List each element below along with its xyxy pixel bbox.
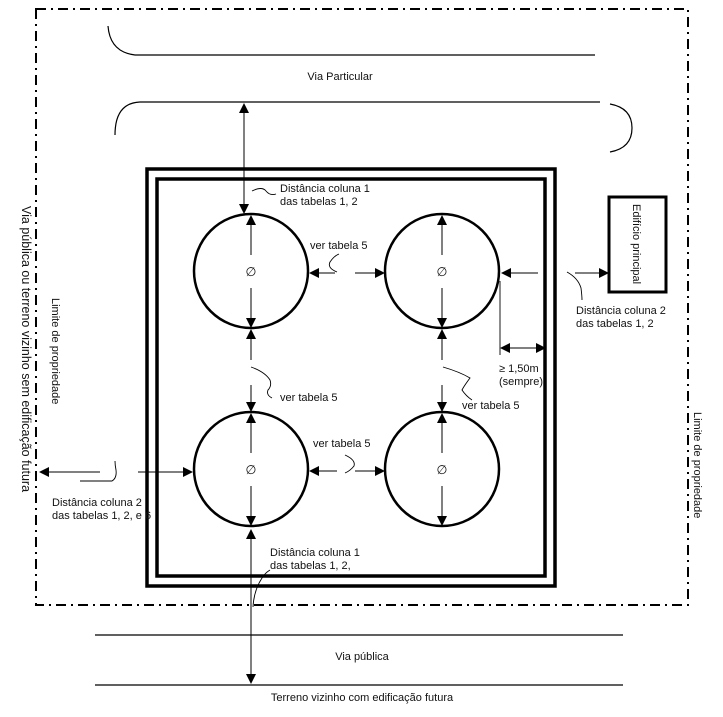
ver-tabela-mid-right-label: ver tabela 5: [462, 400, 519, 412]
diameter-symbol: ∅: [246, 463, 257, 477]
dimension-top-tanks: [309, 253, 385, 278]
edificio-principal-label: Edifício principal: [630, 204, 642, 284]
dimension-min-distance: [499, 281, 546, 355]
enclosure-outer: [145, 167, 557, 588]
limite-propriedade-left-label: Limite de propriedade: [49, 298, 61, 404]
dist-col2-right-label-1: Distância coluna 2: [576, 305, 666, 317]
property-boundary: [35, 8, 689, 606]
diameter-symbol: ∅: [437, 265, 448, 279]
dimension-left-tanks: [246, 329, 273, 412]
ver-tabela-top-label: ver tabela 5: [310, 240, 367, 252]
dist-col2-right-label-2: das tabelas 1, 2: [576, 318, 654, 330]
terreno-futura-label: Terreno vizinho com edificação futura: [271, 692, 454, 704]
tank-top-left: ∅: [192, 212, 310, 330]
dimension-edificio: [501, 268, 609, 301]
dimension-right-tanks: [437, 329, 473, 412]
min-distance-label-1: ≥ 1,50m: [499, 363, 539, 375]
dist-col1-bottom-label-2: das tabelas 1, 2,: [270, 560, 351, 572]
enclosure-inner: [155, 177, 547, 578]
dimension-via-publica: [246, 529, 271, 684]
limite-propriedade-right-label: Limite de propriedade: [691, 412, 703, 518]
via-publica-ou-terreno-label: Via pública ou terreno vizinho sem edifi…: [19, 206, 33, 492]
dist-col1-top-label-2: das tabelas 1, 2: [280, 196, 358, 208]
dimension-bottom-tanks: [309, 454, 385, 476]
via-particular-road: [107, 25, 633, 153]
min-distance-label-2: (sempre): [499, 376, 543, 388]
tank-top-right: ∅: [383, 212, 501, 330]
diameter-symbol: ∅: [246, 265, 257, 279]
dist-col1-bottom-label-1: Distância coluna 1: [270, 547, 360, 559]
dimension-via-particular: [239, 103, 277, 214]
via-particular-label: Via Particular: [307, 71, 373, 83]
dimension-left-boundary: [39, 460, 193, 482]
via-publica-label: Via pública: [335, 651, 389, 663]
tank-bottom-left: ∅: [192, 410, 310, 528]
dist-col2-left-label-1: Distância coluna 2: [52, 497, 142, 509]
diameter-symbol: ∅: [437, 463, 448, 477]
edificio-principal-box: [607, 195, 668, 294]
dist-col1-top-label-1: Distância coluna 1: [280, 183, 370, 195]
tank-bottom-right: ∅: [383, 410, 501, 528]
ver-tabela-bottom-label: ver tabela 5: [313, 438, 370, 450]
dist-col2-left-label-2: das tabelas 1, 2, e 6: [52, 510, 151, 522]
ver-tabela-mid-left-label: ver tabela 5: [280, 392, 337, 404]
